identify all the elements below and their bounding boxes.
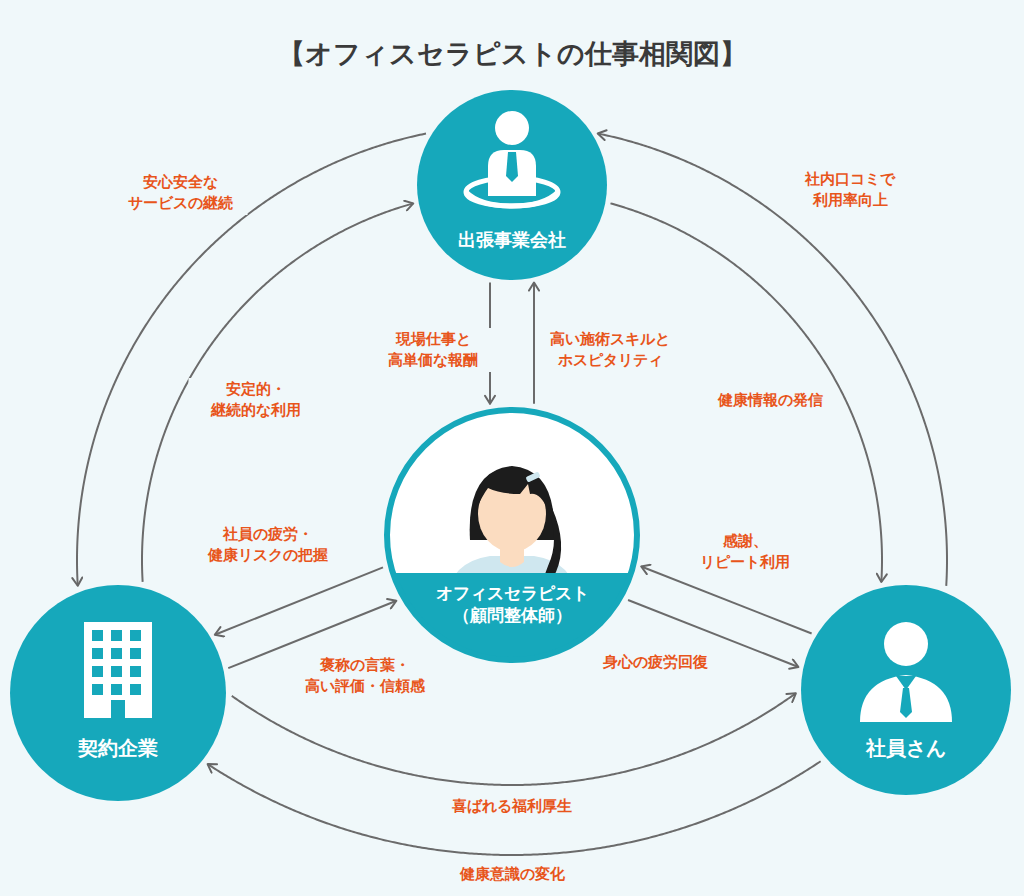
ring-front: [466, 192, 558, 206]
person-head: [495, 111, 529, 145]
relation-label: 高い施術スキルと ホスピタリティ: [543, 328, 678, 372]
relation-label: 感謝、 リピート利用: [678, 530, 813, 574]
person-body: [488, 150, 536, 196]
circle-outline: [420, 93, 604, 277]
circle-outline: [801, 585, 1011, 795]
collar-icon: [896, 676, 916, 690]
circle-outline: [804, 588, 1008, 792]
circle-fill: [417, 90, 607, 280]
tie-icon: [506, 152, 518, 182]
relation-label: 褒称の言葉・ 高い評価・信頼感: [298, 654, 433, 698]
circle-fill: [387, 410, 637, 660]
circle-outline: [417, 90, 607, 280]
client-circle: 契約企業: [10, 585, 226, 801]
circle-border: [387, 410, 637, 660]
circle-fill: [801, 585, 1011, 795]
circle-fill: [10, 585, 226, 801]
building-door: [111, 700, 125, 718]
hair-bangs: [476, 468, 548, 510]
relation-label: 社員の疲労・ 健康リスクの把握: [201, 523, 336, 567]
relation-arrow: [215, 567, 383, 634]
relation-label: 社内口コミで 利用率向上: [783, 168, 918, 212]
relation-label: 安心安全な サービスの継続: [113, 171, 248, 215]
node-label: 社員さん: [866, 735, 946, 761]
building-windows: [92, 630, 144, 695]
relation-arrow: [610, 203, 882, 582]
relation-label: 喜ばれる福利厚生: [449, 795, 575, 818]
relation-label: 健康情報の発信: [715, 389, 826, 412]
building-icon: [84, 622, 152, 718]
employee-circle: 社員さん: [801, 585, 1011, 795]
relation-arrow: [641, 566, 811, 633]
diagram-title: 【オフィスセラピストの仕事相関図】: [278, 36, 747, 72]
person-body: [860, 675, 952, 722]
node-label: 出張事業会社: [458, 228, 566, 251]
node-label: 契約企業: [78, 735, 158, 761]
hair-clip: [525, 471, 540, 482]
company-circle: 出張事業会社: [417, 90, 607, 280]
relation-label: 安定的・ 継続的な利用: [189, 378, 324, 422]
therapist-circle: オフィスセラピスト （顧問整体師）: [384, 407, 640, 663]
relation-arrow: [232, 693, 796, 785]
relation-label: 現場仕事と 高単価な報酬: [366, 328, 501, 372]
person-head: [884, 622, 928, 666]
node-label: オフィスセラピスト （顧問整体師）: [428, 582, 596, 626]
relation-arrow: [142, 203, 413, 582]
tie-icon: [900, 688, 912, 718]
relation-arrow: [208, 761, 821, 855]
circle-outline: [13, 588, 223, 798]
relation-arrow: [533, 283, 535, 404]
relation-label: 身心の疲労回復: [600, 651, 711, 674]
therapist-illustration: [380, 466, 644, 673]
circle-outline: [10, 585, 226, 801]
circle-outline: [387, 410, 637, 660]
relation-label: 健康意識の変化: [457, 863, 568, 886]
